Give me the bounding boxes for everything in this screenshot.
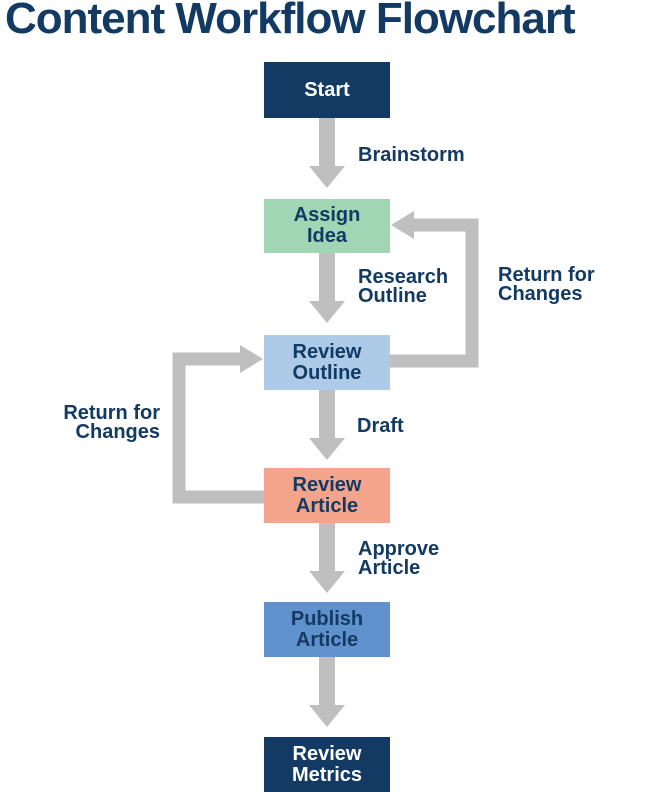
down-arrows — [309, 118, 345, 727]
arrow-start-to-assign — [309, 118, 345, 188]
arrow-article-to-publish — [309, 523, 345, 593]
node-assign-idea: Assign Idea — [264, 199, 390, 253]
edge-label-return-for-changes-left: Return for Changes — [63, 402, 160, 443]
node-review-article: Review Article — [264, 468, 390, 523]
node-review-outline-label: Review Outline — [292, 340, 362, 384]
arrow-assign-to-outline — [309, 253, 345, 323]
node-assign-idea-label: Assign Idea — [293, 204, 361, 247]
edge-label-draft: Draft — [357, 415, 404, 437]
loop-outline-to-assign — [390, 211, 479, 368]
node-publish-article-label: Publish Article — [290, 607, 364, 651]
arrow-publish-to-metrics — [309, 657, 345, 727]
node-review-outline: Review Outline — [264, 335, 390, 390]
edge-label-brainstorm: Brainstorm — [358, 144, 465, 166]
node-review-article-label: Review Article — [292, 473, 362, 517]
loop-left-arrowhead — [240, 345, 263, 373]
page-title: Content Workflow Flowchart — [5, 0, 576, 43]
loop-article-to-outline — [172, 345, 264, 504]
edge-label-approve-article: Approve Article — [358, 538, 440, 579]
edge-label-return-for-changes-right: Return for Changes — [498, 264, 595, 305]
node-publish-article: Publish Article — [264, 602, 390, 657]
loop-right-arrowhead — [391, 211, 414, 239]
node-start: Start — [264, 62, 390, 118]
node-start-label: Start — [304, 78, 350, 101]
node-review-metrics: Review Metrics — [264, 737, 390, 792]
node-review-metrics-label: Review Metrics — [291, 742, 363, 786]
arrow-outline-to-article — [309, 390, 345, 460]
edge-label-research-outline: Research Outline — [358, 266, 449, 307]
